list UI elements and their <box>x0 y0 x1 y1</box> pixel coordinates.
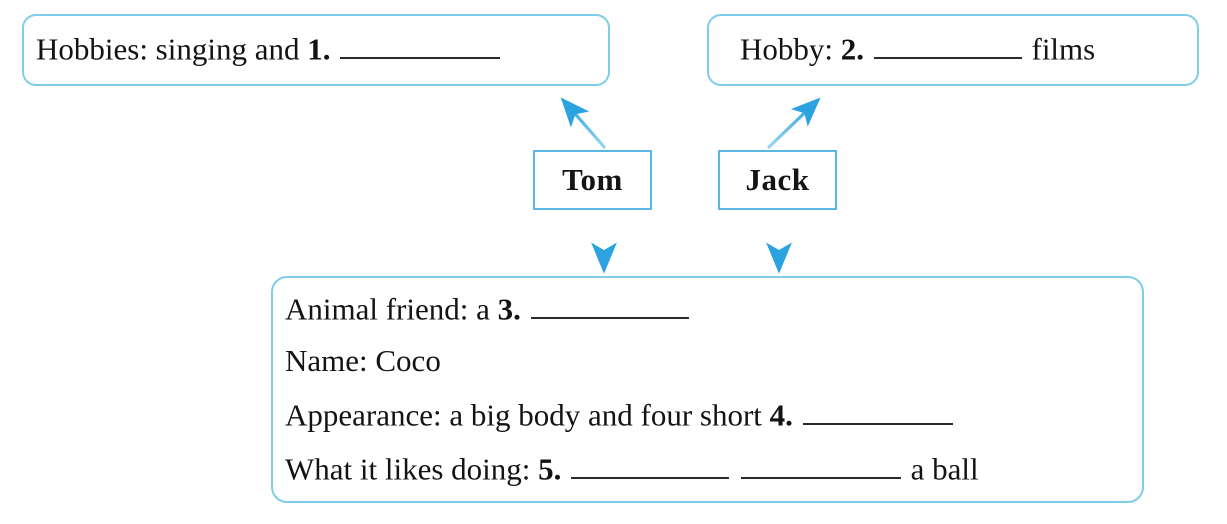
answer-blank-5a[interactable] <box>571 452 730 480</box>
blank-number-2: 2. <box>840 31 864 67</box>
animal-line-3: Appearance: a big body and four short 4. <box>285 398 955 430</box>
answer-blank-3[interactable] <box>530 292 689 320</box>
hobby-label: Hobby: <box>740 31 833 67</box>
tom-box[interactable]: Tom <box>533 150 652 210</box>
arrow-tom-to-hobbies <box>560 97 607 150</box>
animal-box <box>271 276 1144 503</box>
animal-line-2: Name: Coco <box>285 345 441 376</box>
arrow-jack-to-hobby <box>766 97 821 150</box>
tom-label: Tom <box>562 162 623 197</box>
animal-friend-label: Animal friend: a <box>285 291 490 327</box>
animal-name-label: Name: Coco <box>285 343 441 378</box>
animal-likes-suffix: a ball <box>910 451 979 487</box>
blank-number-5: 5. <box>538 451 562 487</box>
hobbies-box <box>22 14 610 86</box>
hobby-suffix: films <box>1031 31 1096 67</box>
hobby-text: Hobby: 2. films <box>740 32 1095 64</box>
answer-blank-1[interactable] <box>340 32 501 60</box>
blank-number-4: 4. <box>769 397 793 433</box>
animal-appearance-label: Appearance: a big body and four short <box>285 397 762 433</box>
hobbies-label: Hobbies: singing and <box>36 31 300 67</box>
animal-line-4: What it likes doing: 5. a ball <box>285 452 979 484</box>
hobbies-text: Hobbies: singing and 1. <box>36 32 502 64</box>
animal-line-1: Animal friend: a 3. <box>285 292 691 324</box>
animal-likes-label: What it likes doing: <box>285 451 531 487</box>
jack-label: Jack <box>745 162 810 197</box>
answer-blank-4[interactable] <box>802 398 953 426</box>
answer-blank-2[interactable] <box>873 32 1022 60</box>
blank-number-1: 1. <box>307 31 331 67</box>
blank-number-3: 3. <box>497 291 521 327</box>
jack-box[interactable]: Jack <box>718 150 837 210</box>
answer-blank-5b[interactable] <box>740 452 901 480</box>
hobby-box <box>707 14 1199 86</box>
